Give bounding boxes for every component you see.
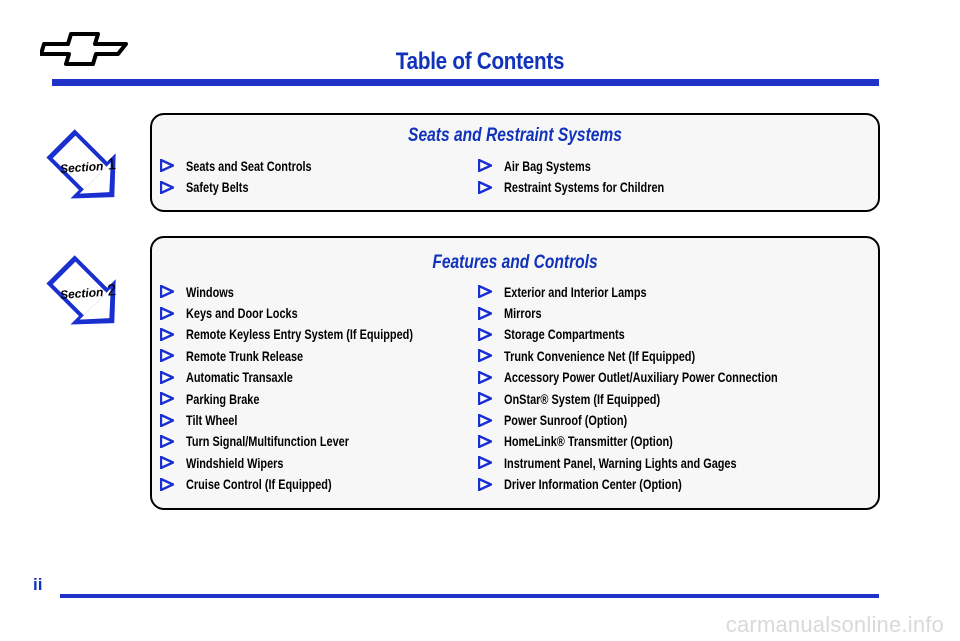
toc-entry-label: Trunk Convenience Net (If Equipped)	[504, 347, 696, 364]
bowtie-logo-icon	[40, 32, 128, 66]
toc-entry-label: Exterior and Interior Lamps	[504, 283, 647, 300]
toc-entry[interactable]: Turn Signal/Multifunction Lever	[160, 431, 477, 452]
arrow-bullet-icon	[160, 180, 174, 194]
toc-entry-label: Windows	[186, 283, 234, 300]
arrow-bullet-icon	[160, 413, 174, 427]
toc-entry-label: Remote Keyless Entry System (If Equipped…	[186, 326, 413, 343]
toc-entry[interactable]: Exterior and Interior Lamps	[478, 281, 855, 302]
arrow-bullet-icon	[478, 477, 492, 491]
toc-entry-label: Storage Compartments	[504, 326, 625, 343]
toc-entry[interactable]: Safety Belts	[160, 176, 347, 197]
arrow-bullet-icon	[160, 159, 174, 173]
toc-entry[interactable]: Trunk Convenience Net (If Equipped)	[478, 345, 855, 366]
toc-entry[interactable]: Cruise Control (If Equipped)	[160, 474, 477, 495]
arrow-bullet-icon	[160, 349, 174, 363]
arrow-bullet-icon	[478, 327, 492, 341]
section-arrow-badge-icon	[46, 129, 116, 199]
arrow-bullet-icon	[160, 327, 174, 341]
toc-entry-label: Cruise Control (If Equipped)	[186, 476, 332, 493]
arrow-bullet-icon	[160, 285, 174, 299]
section-arrow-badge-icon	[46, 255, 116, 325]
toc-entry-label: Power Sunroof (Option)	[504, 412, 628, 429]
arrow-bullet-icon	[478, 456, 492, 470]
arrow-bullet-icon	[478, 434, 492, 448]
footer-rule	[60, 594, 879, 598]
page-title: Table of Contents	[395, 48, 565, 75]
toc-entry[interactable]: Accessory Power Outlet/Auxiliary Power C…	[478, 367, 855, 388]
toc-entry-label: Seats and Seat Controls	[186, 157, 312, 174]
toc-entry[interactable]: Restraint Systems for Children	[478, 176, 709, 197]
toc-entry[interactable]: Automatic Transaxle	[160, 367, 477, 388]
toc-entry-label: Accessory Power Outlet/Auxiliary Power C…	[504, 369, 778, 386]
arrow-bullet-icon	[160, 370, 174, 384]
toc-entry[interactable]: Seats and Seat Controls	[160, 155, 347, 176]
toc-entry[interactable]: HomeLink® Transmitter (Option)	[478, 431, 855, 452]
toc-entry[interactable]: Tilt Wheel	[160, 409, 477, 430]
arrow-bullet-icon	[160, 392, 174, 406]
arrow-bullet-icon	[478, 413, 492, 427]
toc-entry-label: OnStar® System (If Equipped)	[504, 390, 661, 407]
watermark: carmanualsonline.info	[725, 612, 944, 637]
badge-word: Section	[59, 284, 104, 302]
toc-entry-label: Instrument Panel, Warning Lights and Gag…	[504, 454, 737, 471]
arrow-bullet-icon	[478, 306, 492, 320]
toc-entry[interactable]: Driver Information Center (Option)	[478, 474, 855, 495]
arrow-bullet-icon	[478, 392, 492, 406]
toc-entry[interactable]: Power Sunroof (Option)	[478, 409, 855, 430]
toc-entry[interactable]: Windshield Wipers	[160, 452, 477, 473]
arrow-bullet-icon	[160, 477, 174, 491]
toc-entry-label: Turn Signal/Multifunction Lever	[186, 433, 349, 450]
arrow-bullet-icon	[478, 180, 492, 194]
section-1-title[interactable]: Seats and Restraint Systems	[408, 125, 622, 146]
toc-entry-label: Driver Information Center (Option)	[504, 476, 682, 493]
toc-entry[interactable]: Remote Trunk Release	[160, 345, 477, 366]
toc-entry[interactable]: Storage Compartments	[478, 324, 855, 345]
toc-entry[interactable]: Instrument Panel, Warning Lights and Gag…	[478, 452, 855, 473]
page-number: ii	[33, 575, 43, 594]
arrow-bullet-icon	[160, 456, 174, 470]
toc-entry-label: Tilt Wheel	[186, 412, 238, 429]
arrow-bullet-icon	[478, 349, 492, 363]
toc-entry[interactable]: OnStar® System (If Equipped)	[478, 388, 855, 409]
toc-entry[interactable]: Mirrors	[478, 302, 855, 323]
arrow-bullet-icon	[478, 370, 492, 384]
toc-entry-label: Windshield Wipers	[186, 454, 284, 471]
header-rule	[52, 79, 879, 86]
section-2-title[interactable]: Features and Controls	[432, 252, 598, 273]
arrow-bullet-icon	[478, 159, 492, 173]
toc-entry[interactable]: Parking Brake	[160, 388, 477, 409]
toc-entry[interactable]: Windows	[160, 281, 477, 302]
toc-entry-label: Air Bag Systems	[504, 157, 591, 174]
arrow-bullet-icon	[160, 306, 174, 320]
toc-entry[interactable]: Air Bag Systems	[478, 155, 709, 176]
toc-entry-label: Keys and Door Locks	[186, 305, 298, 322]
badge-word: Section	[59, 158, 104, 176]
badge-number: 1	[106, 156, 117, 174]
toc-entry-label: Automatic Transaxle	[186, 369, 293, 386]
toc-entry-label: Parking Brake	[186, 390, 260, 407]
toc-entry-label: Remote Trunk Release	[186, 347, 304, 364]
badge-number: 2	[106, 282, 117, 300]
toc-entry[interactable]: Keys and Door Locks	[160, 302, 477, 323]
toc-entry-label: Restraint Systems for Children	[504, 179, 665, 196]
arrow-bullet-icon	[478, 285, 492, 299]
toc-entry-label: Safety Belts	[186, 179, 249, 196]
toc-entry-label: HomeLink® Transmitter (Option)	[504, 433, 673, 450]
arrow-bullet-icon	[160, 434, 174, 448]
section-1-panel: Seats and Restraint Systems Seats and Se…	[150, 113, 880, 212]
toc-entry-label: Mirrors	[504, 305, 542, 322]
toc-entry[interactable]: Remote Keyless Entry System (If Equipped…	[160, 324, 477, 345]
